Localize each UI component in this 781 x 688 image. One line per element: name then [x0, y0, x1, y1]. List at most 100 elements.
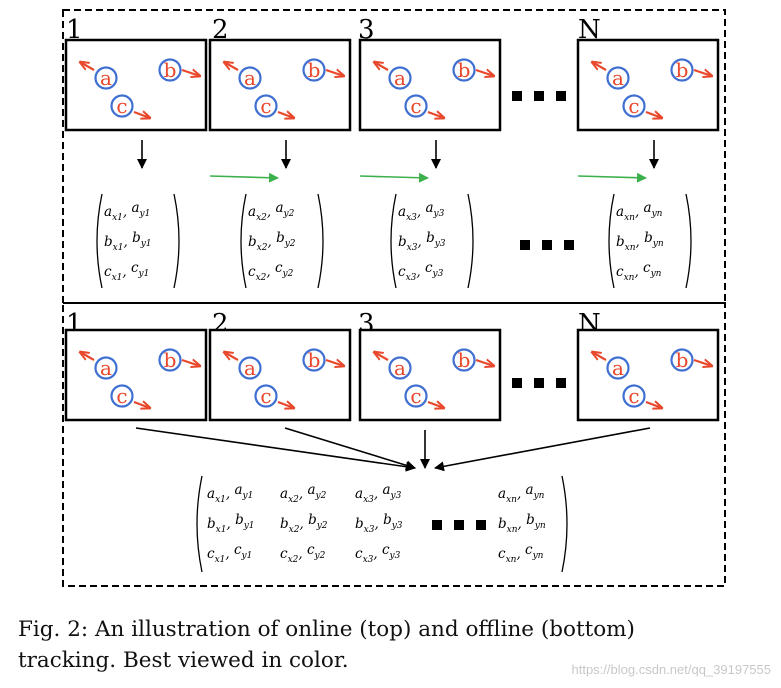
joint-a-entry: axn, ayn: [498, 482, 545, 505]
object-c-label: c: [260, 384, 271, 408]
joint-c-entry: cx1, cy1: [207, 542, 252, 565]
frame-label: 1: [66, 15, 83, 45]
state-b-entry: bx3, by3: [398, 230, 446, 253]
object-b-label: b: [458, 348, 471, 372]
object-b-circle: [452, 58, 476, 82]
object-a-label: a: [244, 356, 256, 380]
state-b-entry: bx1, by1: [104, 230, 152, 253]
figure-caption: Fig. 2: An illustration of online (top) …: [18, 617, 635, 673]
frame-to-joint-arrow: [284, 427, 416, 471]
matrix-right-paren: [173, 193, 180, 289]
object-c-motion-arrow: [133, 402, 150, 408]
offline-frames-ellipsis-dot: [512, 378, 522, 388]
object-c-motion-arrow: [277, 112, 294, 118]
online-frame-3: [576, 38, 720, 132]
joint-a-entry: ax3, ay3: [355, 482, 402, 505]
offline-frame-1: [208, 328, 352, 422]
frame-to-joint-arrow: [434, 427, 651, 472]
matrix-right-paren: [467, 193, 474, 289]
object-b-circle: [670, 348, 694, 372]
object-c-label: c: [410, 384, 421, 408]
joint-c-entry: cx3, cy3: [355, 542, 401, 565]
offline-frame-2: [358, 328, 502, 422]
object-b-circle: [302, 348, 326, 372]
joint-b-entry: bx1, by1: [207, 512, 255, 535]
matrix-right-paren: [561, 475, 568, 573]
temporal-arrow: [577, 172, 647, 183]
state-c-entry: cxn, cyn: [616, 260, 662, 283]
matrix-left-paren: [608, 193, 615, 289]
object-c-label: c: [410, 94, 421, 118]
object-c-label: c: [628, 94, 639, 118]
matrix-left-paren: [96, 193, 103, 289]
temporal-arrow: [209, 172, 279, 183]
object-b-motion-arrow: [693, 70, 712, 76]
object-a-circle: [606, 356, 630, 380]
object-a-circle: [94, 356, 118, 380]
online-frames-ellipsis-dot: [512, 91, 522, 101]
object-b-label: b: [164, 58, 177, 82]
joint-matrix-ellipsis-dot: [454, 520, 464, 530]
object-b-motion-arrow: [325, 70, 344, 76]
joint-matrix-ellipsis-dot: [432, 520, 442, 530]
object-a-motion-arrow: [374, 62, 389, 71]
object-b-circle: [452, 348, 476, 372]
object-b-label: b: [676, 58, 689, 82]
object-b-label: b: [676, 348, 689, 372]
online-frame-2: [358, 38, 502, 132]
object-a-circle: [238, 356, 262, 380]
object-a-motion-arrow: [80, 352, 95, 361]
offline-frames-ellipsis-dot: [556, 378, 566, 388]
online-frames-ellipsis-dot: [534, 91, 544, 101]
frame-label: 2: [212, 15, 229, 45]
online-frame-1: [208, 38, 352, 132]
online-frames-ellipsis-dot: [556, 91, 566, 101]
frame-to-joint-arrow: [135, 427, 416, 472]
object-b-label: b: [308, 348, 321, 372]
matrix-left-paren: [240, 193, 247, 289]
object-c-motion-arrow: [427, 402, 444, 408]
object-a-label: a: [100, 356, 112, 380]
object-c-motion-arrow: [277, 402, 294, 408]
object-c-circle: [110, 384, 134, 408]
matrix-right-paren: [685, 193, 692, 289]
object-b-motion-arrow: [325, 360, 344, 366]
object-b-circle: [670, 58, 694, 82]
object-a-motion-arrow: [80, 62, 95, 71]
object-b-motion-arrow: [181, 70, 200, 76]
object-c-label: c: [116, 94, 127, 118]
object-c-circle: [404, 384, 428, 408]
offline-section-border: [62, 302, 726, 587]
object-c-motion-arrow: [427, 112, 444, 118]
joint-b-entry: bxn, byn: [498, 512, 546, 535]
object-a-circle: [388, 356, 412, 380]
object-a-label: a: [612, 66, 624, 90]
frame-label: 3: [358, 15, 375, 45]
object-c-circle: [110, 94, 134, 118]
object-a-circle: [238, 66, 262, 90]
object-c-motion-arrow: [645, 402, 662, 408]
matrix-right-paren: [317, 193, 324, 289]
offline-frame-3: [576, 328, 720, 422]
state-b-entry: bx2, by2: [248, 230, 296, 253]
object-c-circle: [404, 94, 428, 118]
object-b-label: b: [458, 58, 471, 82]
joint-a-entry: ax1, ay1: [207, 482, 253, 505]
object-b-motion-arrow: [181, 360, 200, 366]
object-b-circle: [158, 58, 182, 82]
matrix-left-paren: [196, 475, 203, 573]
state-c-entry: cx1, cy1: [104, 260, 149, 283]
object-a-motion-arrow: [592, 352, 607, 361]
object-c-label: c: [628, 384, 639, 408]
object-a-motion-arrow: [224, 352, 239, 361]
object-b-circle: [302, 58, 326, 82]
state-a-entry: ax2, ay2: [248, 200, 295, 223]
object-a-label: a: [394, 66, 406, 90]
object-c-label: c: [116, 384, 127, 408]
object-c-circle: [622, 384, 646, 408]
state-a-entry: ax3, ay3: [398, 200, 445, 223]
object-a-circle: [94, 66, 118, 90]
matrix-left-paren: [390, 193, 397, 289]
object-a-circle: [606, 66, 630, 90]
